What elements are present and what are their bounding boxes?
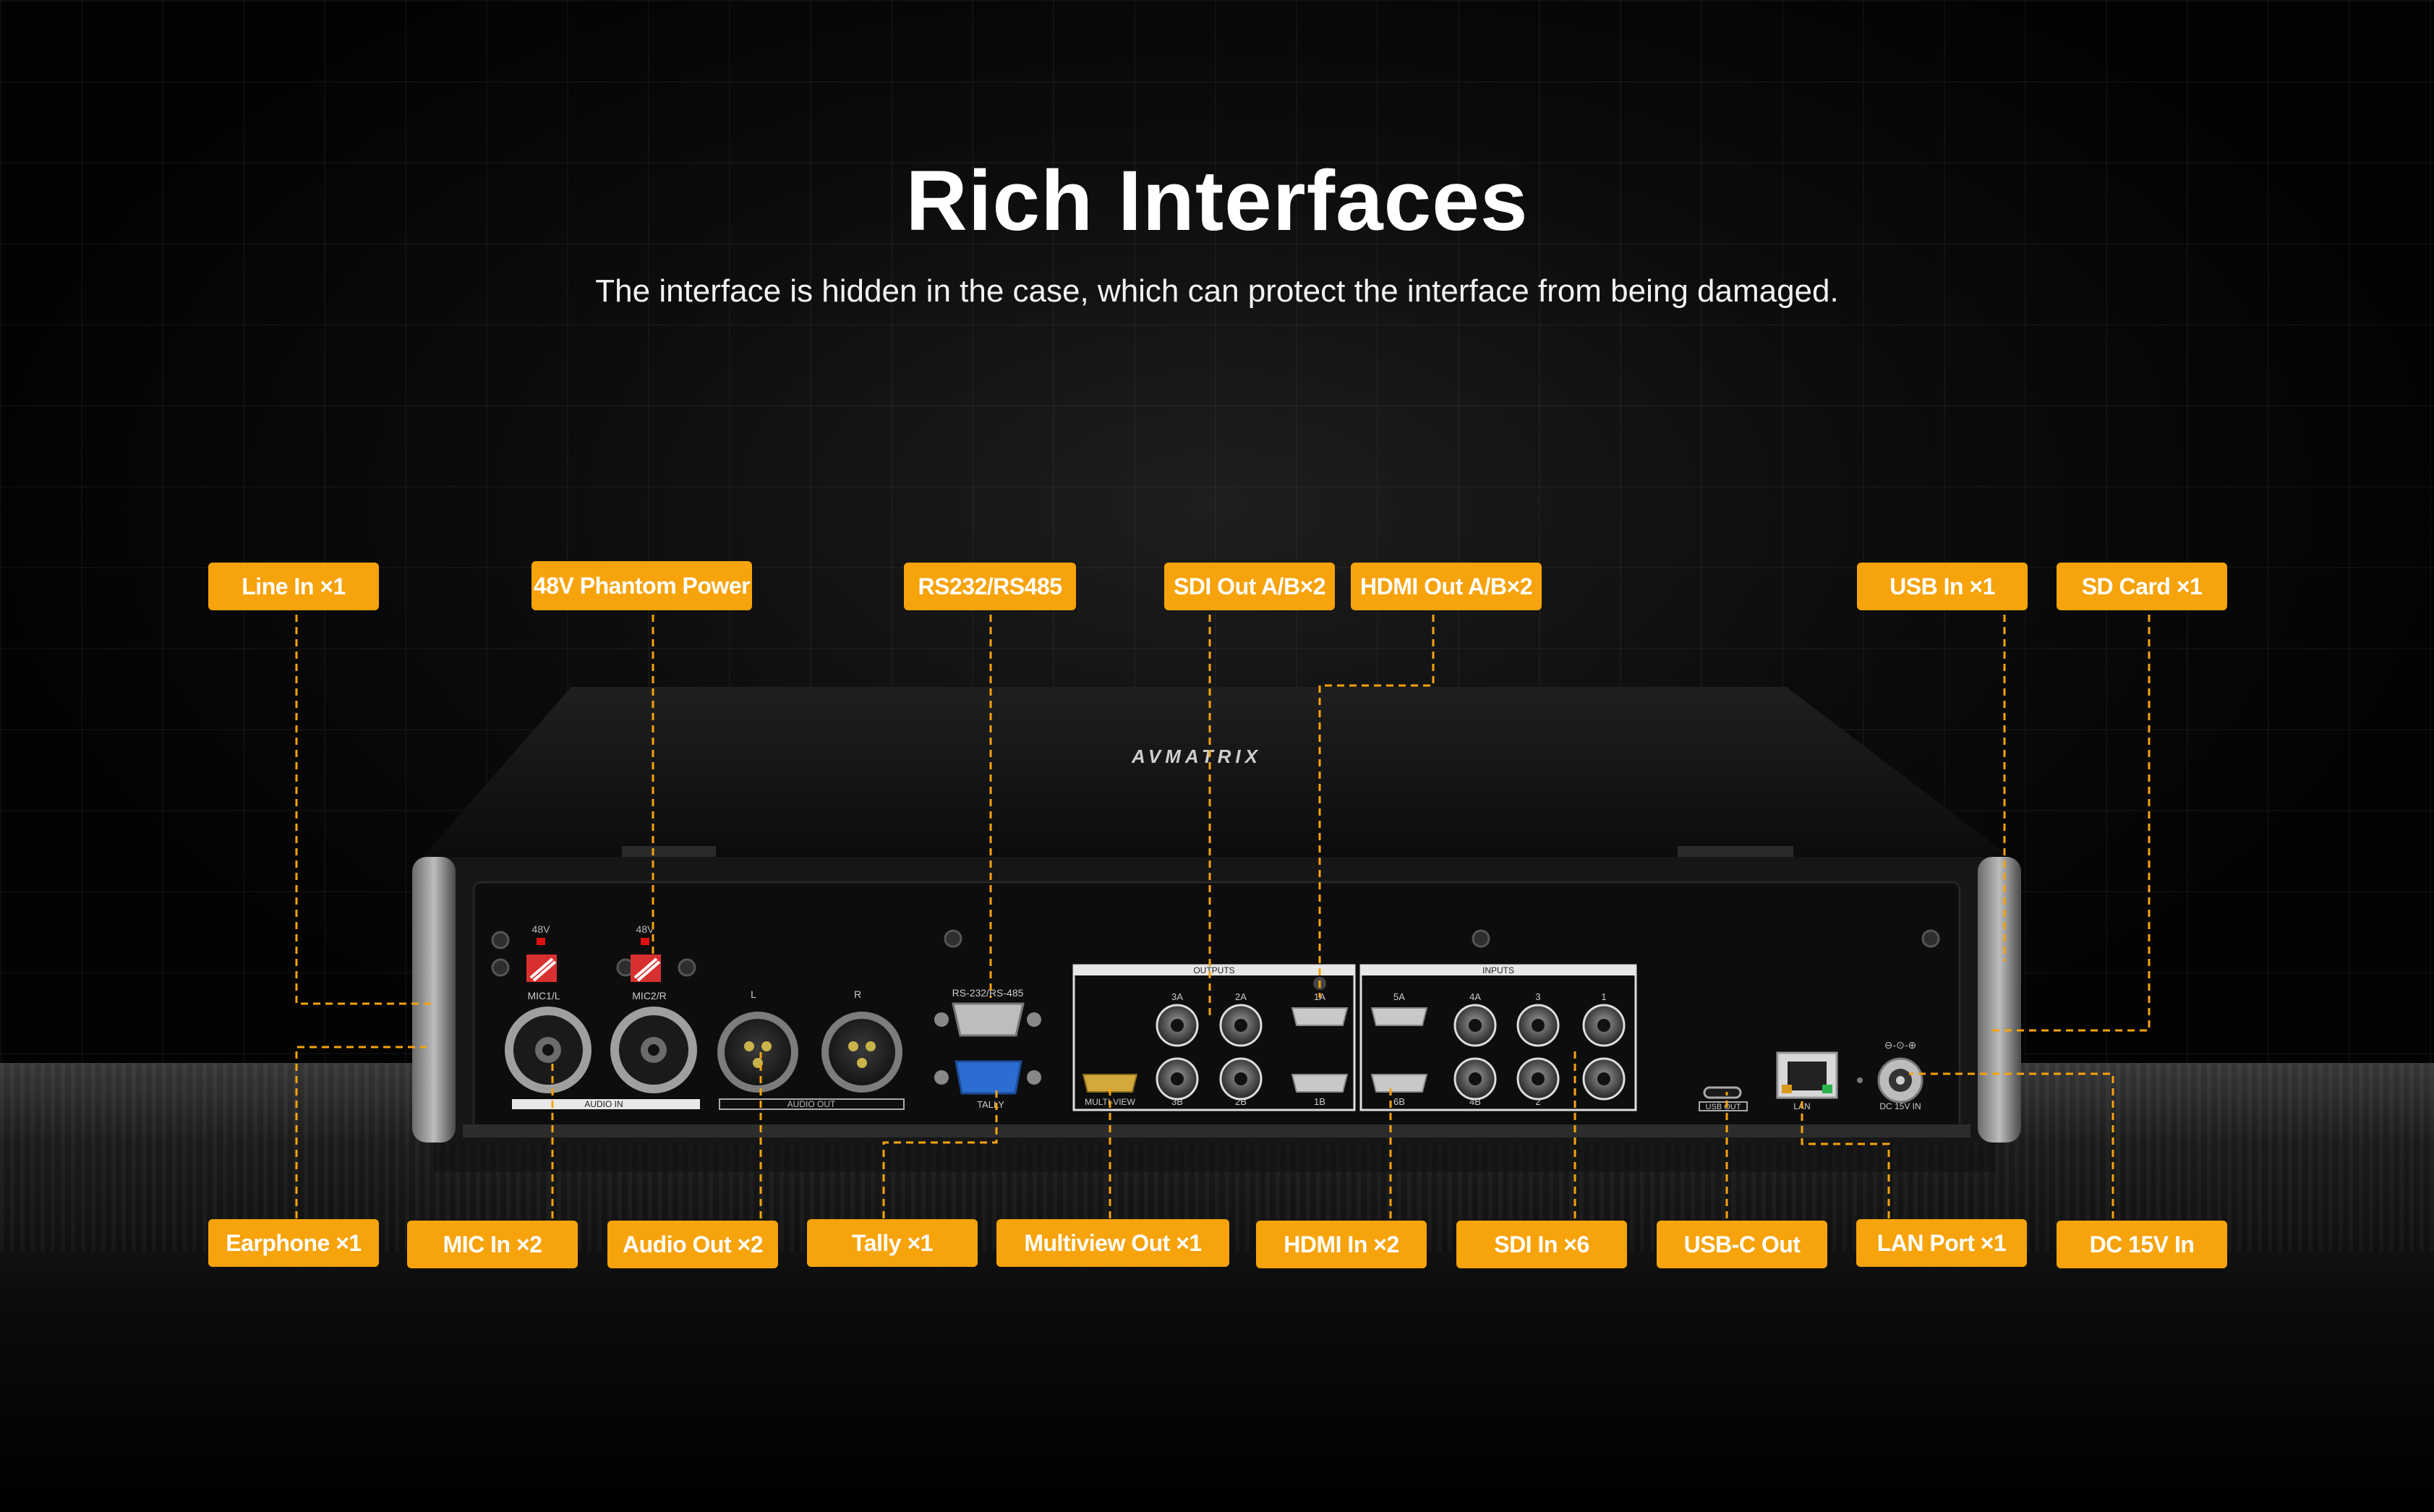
lan-label: LAN (1793, 1101, 1810, 1111)
multiview-port (1082, 1074, 1138, 1093)
out-2a: 2A (1235, 991, 1247, 1002)
brand-logo: AVMATRIX (1131, 746, 1262, 767)
phantom-label-2: 48V (636, 923, 655, 935)
in-6b: 6B (1393, 1096, 1405, 1107)
callout-sd-card: SD Card ×1 (2057, 563, 2227, 610)
callout-sdi-out: SDI Out A/B×2 (1164, 563, 1335, 610)
hdmi-in-ports (1370, 1007, 1428, 1093)
hdmi-out-ports (1291, 1007, 1349, 1093)
page-title: Rich Interfaces (905, 153, 1529, 249)
callout-earphone: Earphone ×1 (208, 1219, 379, 1267)
outputs-label: OUTPUTS (1193, 965, 1234, 975)
callout-sdi-in: SDI In ×6 (1456, 1221, 1627, 1268)
callout-usb-in: USB In ×1 (1857, 563, 2028, 610)
callout-audio-out: Audio Out ×2 (607, 1221, 778, 1268)
out-1a: 1A (1314, 991, 1325, 1002)
callout-line-in: Line In ×1 (208, 563, 379, 610)
callout-usb-c-out: USB-C Out (1657, 1221, 1827, 1268)
audio-out-jack-r (821, 1012, 902, 1093)
in-5a: 5A (1393, 991, 1405, 1002)
in-2: 2 (1535, 1096, 1540, 1107)
out-3a: 3A (1171, 991, 1183, 1002)
out-1b: 1B (1314, 1096, 1325, 1107)
mic2-label: MIC2/R (632, 990, 666, 1001)
usb-c-port (1703, 1086, 1742, 1099)
rs232-port (934, 1002, 1041, 1037)
callout-phantom-power: 48V Phantom Power (531, 561, 752, 610)
inputs-label: INPUTS (1482, 965, 1514, 975)
callout-dc-in: DC 15V In (2057, 1221, 2227, 1268)
dc-jack (1877, 1057, 1923, 1103)
tally-port (934, 1060, 1041, 1095)
usb-out-label: USB OUT (1706, 1103, 1741, 1111)
callout-rs232: RS232/RS485 (904, 563, 1076, 610)
mic1-label: MIC1/L (527, 990, 560, 1001)
audio-out-label: AUDIO OUT (787, 1099, 836, 1109)
lan-port (1776, 1051, 1838, 1099)
audio-out-l-label: L (751, 988, 756, 1000)
callout-hdmi-out: HDMI Out A/B×2 (1351, 563, 1542, 610)
svg-text:⊖-⊙-⊕: ⊖-⊙-⊕ (1884, 1039, 1917, 1051)
audio-out-jack-l (717, 1012, 798, 1093)
in-4a: 4A (1469, 991, 1481, 1002)
callout-multiview-out: Multiview Out ×1 (996, 1219, 1229, 1267)
phantom-label-1: 48V (532, 923, 551, 935)
rs232-label: RS-232/RS-485 (952, 987, 1024, 999)
multiview-label: MULTI-VIEW (1085, 1097, 1135, 1107)
audio-in-label: AUDIO IN (584, 1099, 623, 1109)
tally-label: TALLY (977, 1099, 1004, 1110)
in-1: 1 (1601, 991, 1606, 1002)
callout-tally: Tally ×1 (807, 1219, 978, 1267)
device-lid (423, 687, 2010, 857)
mic-in-jack-1 (505, 1007, 592, 1093)
callout-mic-in: MIC In ×2 (407, 1221, 578, 1268)
callout-hdmi-in: HDMI In ×2 (1256, 1221, 1427, 1268)
callout-lan-port: LAN Port ×1 (1856, 1219, 2027, 1267)
page-subtitle: The interface is hidden in the case, whi… (595, 273, 1839, 309)
audio-out-r-label: R (854, 988, 861, 1000)
in-3: 3 (1535, 991, 1540, 1002)
mic-in-jack-2 (610, 1007, 697, 1093)
dc-label: DC 15V IN (1879, 1101, 1921, 1111)
